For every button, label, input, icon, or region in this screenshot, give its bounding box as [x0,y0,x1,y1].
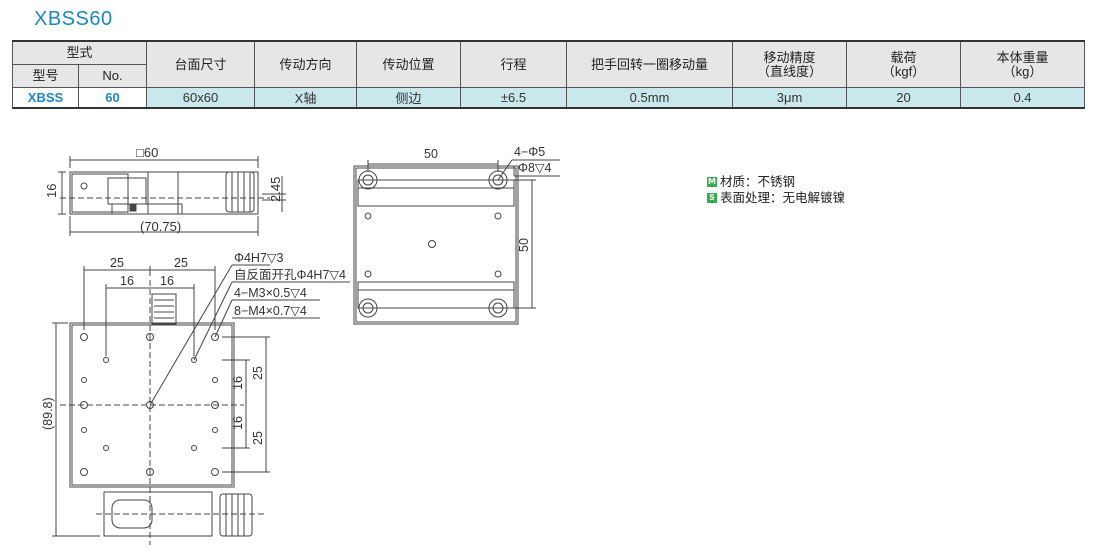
page-title: XBSS60 [34,8,113,30]
cell-drive-position: 侧边 [356,87,462,109]
callout-m3: 4−M3×0.5▽4 [234,286,307,300]
right-dim-25b: 25 [251,431,265,445]
top-dim-25b: 25 [174,256,188,270]
left-total-dim: (89.8) [41,397,55,430]
header-precision: 移动精度（直线度） [732,40,848,88]
bottom-dim-50h: 50 [517,238,531,252]
cell-per-turn: 0.5mm [566,87,734,109]
bottom-hole-label: 4−Φ5 [514,145,545,159]
bottom-cbore-label: Φ8▽4 [518,161,552,175]
side-offset-label: 2.45 [268,177,283,202]
cell-weight: 0.4 [960,87,1086,109]
header-load: 载荷（kgf） [846,40,962,88]
spec-notes: M 材质：不锈钢 S 表面处理：无电解镀镍 [707,174,845,206]
cell-stroke: ±6.5 [460,87,568,109]
header-no: No. [77,64,148,88]
cell-model: XBSS [12,87,79,109]
bottom-view [353,159,560,325]
right-dim-16a: 16 [231,376,245,390]
top-dim-16a: 16 [120,274,134,288]
top-view [52,264,350,545]
surface-badge: S [707,193,717,203]
right-dim-16b: 16 [231,416,245,430]
side-height-label: 16 [44,184,59,198]
material-badge: M [707,177,717,187]
side-width-label: □60 [136,145,158,160]
side-view [58,156,286,236]
callout-h7-3: Φ4H7▽3 [234,251,284,265]
cell-table-size: 60x60 [146,87,256,109]
surface-note: S 表面处理：无电解镀镍 [707,190,845,206]
header-model: 型号 [12,64,79,88]
material-text: 材质：不锈钢 [720,174,796,189]
material-note: M 材质：不锈钢 [707,174,845,190]
surface-text: 表面处理：无电解镀镍 [720,190,846,205]
header-per-turn: 把手回转一圈移动量 [566,40,734,88]
top-dim-25a: 25 [110,256,124,270]
header-weight: 本体重量（kg） [960,40,1086,88]
cell-no: 60 [77,87,148,109]
cell-load: 20 [846,87,962,109]
header-table-size: 台面尺寸 [146,40,256,88]
side-length-label: (70.75) [140,219,181,234]
header-drive-position: 传动位置 [356,40,462,88]
callout-m4: 8−M4×0.7▽4 [234,304,307,318]
header-stroke: 行程 [460,40,568,88]
spec-table: 型式 台面尺寸 传动方向 传动位置 行程 把手回转一圈移动量 移动精度（直线度）… [11,40,1086,109]
bottom-dim-50w: 50 [424,147,438,161]
top-dim-16b: 16 [160,274,174,288]
right-dim-25a: 25 [251,366,265,380]
table-row: XBSS 60 60x60 X轴 侧边 ±6.5 0.5mm 3μm 20 0.… [12,87,1086,109]
header-drive-direction: 传动方向 [254,40,358,88]
callout-reverse-hole: 自反面开孔Φ4H7▽4 [234,268,346,282]
cell-precision: 3μm [732,87,848,109]
